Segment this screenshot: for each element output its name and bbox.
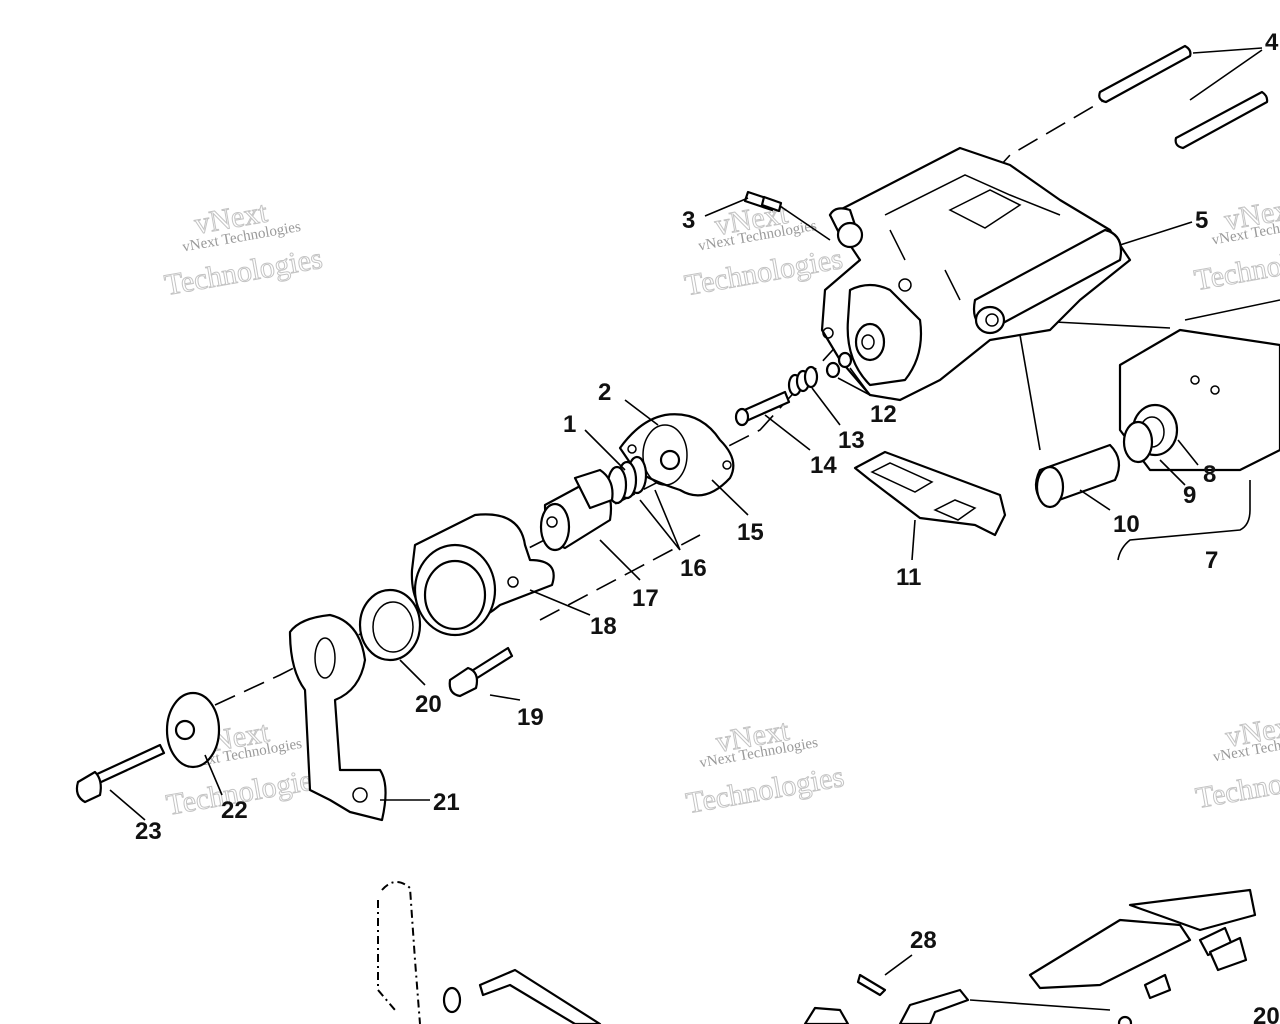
right-side-assembly: [1034, 299, 1280, 561]
callout-28: 28: [910, 927, 937, 954]
watermark-bottom-center: vNext vNext Technologies Technologies: [683, 713, 847, 820]
callout-8: 8: [1203, 461, 1216, 488]
callout-15: 15: [737, 519, 764, 546]
rotor-housing: [410, 513, 555, 637]
callout-5: 5: [1195, 207, 1208, 234]
plunger-pin: [734, 390, 791, 427]
relief-spring: [787, 365, 819, 397]
watermark-left: vNext vNext Technologies Technologies: [162, 195, 326, 302]
o-rings: [825, 351, 853, 379]
callout-11: 11: [896, 564, 921, 591]
seal-ring: [358, 588, 422, 662]
dowel-pins: [1098, 44, 1269, 150]
callout-labels: 1 2 3 4 5 7 8 9 10 11 12 13 14 15 16 17 …: [135, 29, 1280, 1024]
bottom-partial-parts: [377, 881, 1257, 1024]
flat-washer: [165, 691, 221, 769]
callout-2: 2: [598, 379, 611, 406]
cap-screw: [448, 646, 514, 698]
callout-23: 23: [135, 818, 162, 845]
callout-13: 13: [838, 427, 865, 454]
alignment-lines: [214, 49, 1191, 706]
watermark-bottom-right: vNext vNext Technologies Technologies: [1193, 708, 1280, 815]
cover-plate: [618, 413, 735, 497]
svg-text:Technologies: Technologies: [1193, 755, 1280, 815]
callout-1: 1: [563, 411, 576, 438]
callout-18: 18: [590, 613, 617, 640]
callout-4: 4: [1265, 29, 1279, 56]
callout-7: 7: [1205, 547, 1218, 574]
callout-20b: 20: [1253, 1003, 1280, 1024]
callout-3: 3: [682, 207, 695, 234]
callout-16: 16: [680, 555, 707, 582]
callout-19: 19: [517, 704, 544, 731]
watermark-top-right: vNext vNext Technologies Technologies: [1191, 191, 1280, 297]
callout-12: 12: [870, 401, 897, 428]
callout-22: 22: [221, 797, 248, 824]
shaft-coupler: [539, 468, 614, 552]
bolt-fitting: [743, 190, 831, 241]
callout-21: 21: [433, 789, 460, 816]
shaft-washers: [606, 455, 648, 505]
leader-lines: [109, 47, 1263, 976]
callout-9: 9: [1183, 482, 1196, 509]
callout-20: 20: [415, 691, 442, 718]
callout-14: 14: [810, 452, 837, 479]
svg-text:Technologies: Technologies: [1192, 237, 1280, 297]
callout-10: 10: [1113, 511, 1140, 538]
callout-17: 17: [632, 585, 659, 612]
long-bolt: [75, 743, 166, 804]
control-lever: [288, 613, 387, 822]
mounting-bracket: [853, 450, 1007, 537]
pump-housing: [820, 146, 1132, 402]
